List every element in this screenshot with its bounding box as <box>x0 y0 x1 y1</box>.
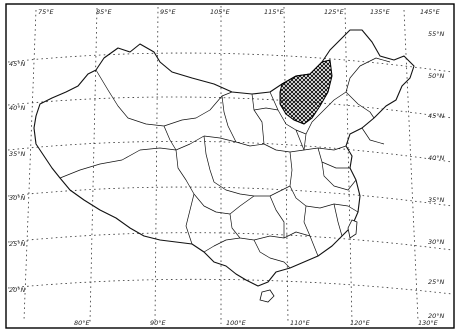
left-label: 45°N <box>9 60 26 68</box>
top-label: 75°E <box>38 8 55 16</box>
right-labels: 55°N 50°N 45°N 40°N 35°N 30°N 25°N 20°N <box>428 30 445 320</box>
country-outline <box>33 29 415 287</box>
left-label: 25°N <box>9 240 26 248</box>
right-label: 25°N <box>428 278 445 286</box>
right-label: 20°N <box>428 312 445 320</box>
left-labels: 45°N 40°N 35°N 30°N 25°N 20°N <box>9 60 26 294</box>
bottom-label: 100°E <box>226 319 247 327</box>
bottom-label: 90°E <box>150 319 167 327</box>
left-label: 35°N <box>9 150 26 158</box>
right-label: 30°N <box>428 238 445 246</box>
bottom-label: 130°E <box>418 319 439 327</box>
top-label: 135°E <box>370 8 391 16</box>
top-labels: 75°E 85°E 95°E 105°E 115°E 125°E 135°E 1… <box>38 8 441 16</box>
taiwan-island <box>347 219 358 239</box>
bottom-labels: 80°E 90°E 100°E 110°E 120°E 130°E <box>74 319 439 327</box>
left-label: 40°N <box>9 104 26 112</box>
right-label: 55°N <box>428 30 445 38</box>
left-label: 30°N <box>9 194 26 202</box>
map-frame <box>5 3 455 329</box>
highlighted-region <box>279 59 333 125</box>
top-label: 115°E <box>264 8 285 16</box>
right-label: 50°N <box>428 72 445 80</box>
top-label: 105°E <box>210 8 231 16</box>
top-label: 145°E <box>420 8 441 16</box>
bottom-label: 110°E <box>290 319 311 327</box>
hainan-island <box>259 289 275 303</box>
right-label: 40°N <box>428 154 445 162</box>
top-label: 85°E <box>96 8 113 16</box>
graticule <box>7 6 453 324</box>
bottom-label: 80°E <box>74 319 91 327</box>
left-label: 20°N <box>9 286 26 294</box>
right-label: 45°N <box>428 112 445 120</box>
top-label: 125°E <box>324 8 345 16</box>
provincial-boundaries <box>59 57 391 269</box>
bottom-label: 120°E <box>350 319 371 327</box>
top-label: 95°E <box>160 8 177 16</box>
right-label: 35°N <box>428 196 445 204</box>
